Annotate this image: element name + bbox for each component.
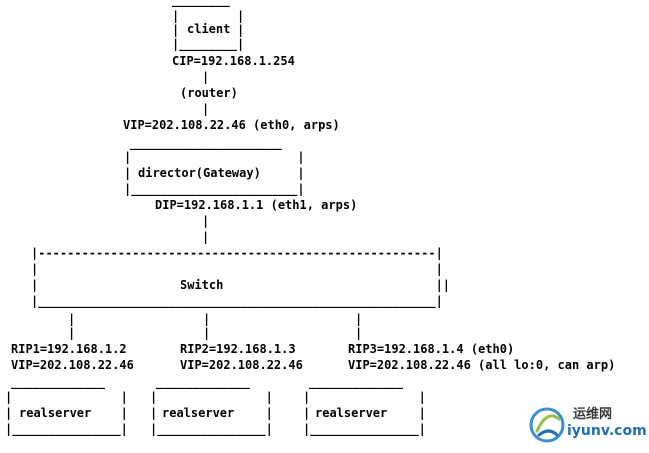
director-box-side-1: | | xyxy=(124,150,305,164)
link-director-switch-1: | xyxy=(202,214,210,228)
client-box-side-1: | | xyxy=(172,9,245,23)
vip3-label: VIP=202.108.22.46 (all lo:0, can arp) xyxy=(348,358,616,372)
realserver3-box-bottom: |_______________| xyxy=(303,422,426,436)
vip2-label: VIP=202.108.22.46 xyxy=(180,358,303,372)
realserver1-box-top: _____________ xyxy=(11,375,105,389)
realserver1-box-side-1: | | xyxy=(5,390,128,404)
switch-box-bottom: |_______________________________________… xyxy=(31,294,443,308)
watermark-text-cn: 运维网 xyxy=(573,407,613,422)
link-client-router: | xyxy=(202,70,210,84)
iyunv-logo-icon xyxy=(529,407,565,443)
realserver3-box-side-2: | | xyxy=(303,406,426,420)
link-switch-rs1: | xyxy=(68,312,76,326)
switch-box-top: |---------------------------------------… xyxy=(31,246,443,260)
rip3-label: RIP3=192.168.1.4 (eth0) xyxy=(348,342,515,356)
link-rs1-box: | xyxy=(68,326,76,340)
link-rs3-box: | xyxy=(355,326,363,340)
switch-box-side-1: | | xyxy=(31,262,443,276)
realserver2-box-side-2: | | xyxy=(150,406,273,420)
client-box-bottom: |________| xyxy=(172,37,245,51)
realserver2-box-bottom: |_______________| xyxy=(150,422,273,436)
cip-label: CIP=192.168.1.254 xyxy=(172,54,295,68)
link-router-director: | xyxy=(202,102,210,116)
realserver3-label: realserver xyxy=(315,406,388,420)
iyunv-watermark: 运维网 iyunv.com xyxy=(527,401,647,447)
link-rs2-box: | xyxy=(203,326,211,340)
watermark-text-en: iyunv.com xyxy=(567,423,647,439)
realserver3-box-top: _____________ xyxy=(309,375,403,389)
realserver1-box-side-2: | | xyxy=(5,406,128,420)
rip1-label: RIP1=192.168.1.2 xyxy=(11,342,127,356)
director-box-side-2: | | xyxy=(124,166,305,180)
switch-label: Switch xyxy=(180,278,224,292)
client-label: client xyxy=(187,22,231,36)
router-label: (router) xyxy=(180,86,238,100)
vip1-label: VIP=202.108.22.46 xyxy=(11,358,134,372)
link-switch-rs3: | xyxy=(355,312,363,326)
switch-box-side-2: | || xyxy=(31,278,451,292)
dip-label: DIP=192.168.1.1 (eth1, arps) xyxy=(155,198,358,212)
realserver2-box-side-1: | | xyxy=(150,390,273,404)
director-box-bottom: |_______________________| xyxy=(124,182,305,196)
rip2-label: RIP2=192.168.1.3 xyxy=(180,342,296,356)
director-vip-label: VIP=202.108.22.46 (eth0, arps) xyxy=(123,118,340,132)
director-box-top: _____________________ xyxy=(130,136,282,150)
realserver3-box-side-1: | | xyxy=(303,390,426,404)
realserver2-label: realserver xyxy=(162,406,235,420)
client-box-side-2: | | xyxy=(172,23,245,37)
client-box-top: ________ xyxy=(172,0,230,7)
director-label: director(Gateway) xyxy=(138,166,261,180)
realserver2-box-top: _____________ xyxy=(156,375,250,389)
link-director-switch-2: | xyxy=(202,230,210,244)
link-switch-rs2: | xyxy=(203,312,211,326)
realserver1-label: realserver xyxy=(19,406,92,420)
realserver1-box-bottom: |_______________| xyxy=(5,422,128,436)
